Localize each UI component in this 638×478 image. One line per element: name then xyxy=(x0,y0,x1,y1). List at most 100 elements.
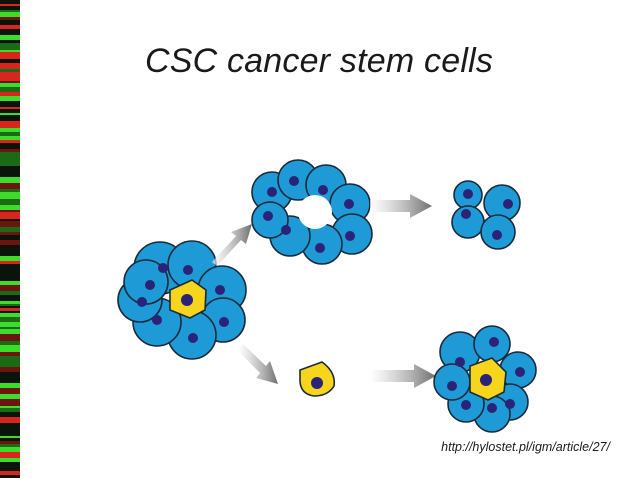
heatmap-band xyxy=(0,177,20,180)
heatmap-band xyxy=(0,83,20,87)
heatmap-band xyxy=(0,81,20,83)
heatmap-band xyxy=(0,441,20,444)
heatmap-band xyxy=(0,334,20,341)
heatmap-band xyxy=(0,270,20,272)
heatmap-band xyxy=(0,285,20,287)
heatmap-strip xyxy=(0,0,20,478)
heatmap-band xyxy=(0,50,20,52)
heatmap-band xyxy=(0,475,20,478)
heatmap-band xyxy=(0,189,20,192)
heatmap-band xyxy=(0,426,20,429)
heatmap-band xyxy=(0,109,20,113)
heatmap-band xyxy=(0,219,20,221)
heatmap-band xyxy=(0,136,20,140)
heatmap-band xyxy=(0,462,20,469)
heatmap-band xyxy=(0,291,20,295)
heatmap-band xyxy=(0,172,20,177)
heatmap-band xyxy=(0,264,20,270)
heatmap-band xyxy=(0,72,20,76)
heatmap-band xyxy=(0,277,20,281)
heatmap-band xyxy=(0,43,20,50)
heatmap-band xyxy=(0,183,20,189)
heatmap-band xyxy=(0,4,20,6)
heatmap-band xyxy=(0,471,20,475)
heatmap-band xyxy=(0,92,20,96)
heatmap-band xyxy=(0,304,20,306)
heatmap-band xyxy=(0,17,20,20)
heatmap-band xyxy=(0,192,20,194)
arrow-icon xyxy=(370,194,432,218)
regrown-tumor-icon xyxy=(433,325,537,433)
heatmap-band xyxy=(0,25,20,29)
heatmap-band xyxy=(0,20,20,25)
heatmap-band xyxy=(0,272,20,277)
shrunken-tumor-icon xyxy=(451,180,521,250)
heatmap-band xyxy=(0,399,20,406)
heatmap-band xyxy=(0,221,20,227)
heatmap-band xyxy=(0,152,20,159)
arrow-icon xyxy=(212,224,252,266)
heatmap-band xyxy=(0,89,20,92)
heatmap-band xyxy=(0,367,20,372)
heatmap-band xyxy=(0,59,20,63)
heatmap-band xyxy=(0,311,20,313)
heatmap-band xyxy=(0,52,20,59)
heatmap-band xyxy=(0,394,20,399)
slide-title: CSC cancer stem cells xyxy=(144,42,494,80)
heatmap-band xyxy=(0,261,20,264)
heatmap-band xyxy=(0,329,20,334)
heatmap-band xyxy=(0,327,20,329)
heatmap-band xyxy=(0,341,20,345)
heatmap-band xyxy=(0,35,20,40)
heatmap-band xyxy=(0,317,20,322)
heatmap-band xyxy=(0,149,20,152)
heatmap-band xyxy=(0,252,20,256)
heatmap-band xyxy=(0,107,20,109)
source-credit: http://hylostet.pl/igm/article/27/ xyxy=(441,440,610,454)
heatmap-band xyxy=(0,87,20,89)
heatmap-band xyxy=(0,210,20,212)
heatmap-band xyxy=(0,322,20,327)
heatmap-band xyxy=(0,128,20,132)
heatmap-band xyxy=(0,376,20,383)
heatmap-band xyxy=(0,287,20,291)
heatmap-band xyxy=(0,6,20,10)
original-tumor-icon xyxy=(117,240,247,360)
heatmap-band xyxy=(0,159,20,166)
heatmap-band xyxy=(0,132,20,136)
heatmap-band xyxy=(0,10,20,12)
heatmap-band xyxy=(0,301,20,304)
heatmap-band xyxy=(0,281,20,285)
heatmap-band xyxy=(0,115,20,121)
heatmap-band xyxy=(0,306,20,308)
arrow-icon xyxy=(370,364,436,388)
heatmap-band xyxy=(0,345,20,352)
heatmap-band xyxy=(0,69,20,72)
heatmap-band xyxy=(0,212,20,219)
heatmap-band xyxy=(0,372,20,376)
heatmap-band xyxy=(0,436,20,438)
heatmap-band xyxy=(0,444,20,447)
heatmap-band xyxy=(0,259,20,261)
heatmap-band xyxy=(0,101,20,107)
heatmap-band xyxy=(0,308,20,311)
heatmap-band xyxy=(0,388,20,394)
heatmap-band xyxy=(0,469,20,471)
heatmap-band xyxy=(0,240,20,245)
heatmap-band xyxy=(0,180,20,183)
stem-cell-icon xyxy=(299,361,336,397)
heatmap-band xyxy=(0,140,20,143)
heatmap-band xyxy=(0,235,20,238)
heatmap-band xyxy=(0,227,20,232)
heatmap-band xyxy=(0,96,20,101)
heatmap-band xyxy=(0,313,20,317)
heatmap-band xyxy=(0,245,20,252)
heatmap-band xyxy=(0,143,20,149)
heatmap-band xyxy=(0,412,20,417)
heatmap-band xyxy=(0,408,20,412)
heatmap-band xyxy=(0,362,20,367)
heatmap-band xyxy=(0,429,20,436)
heatmap-band xyxy=(0,199,20,201)
heatmap-band xyxy=(0,205,20,210)
